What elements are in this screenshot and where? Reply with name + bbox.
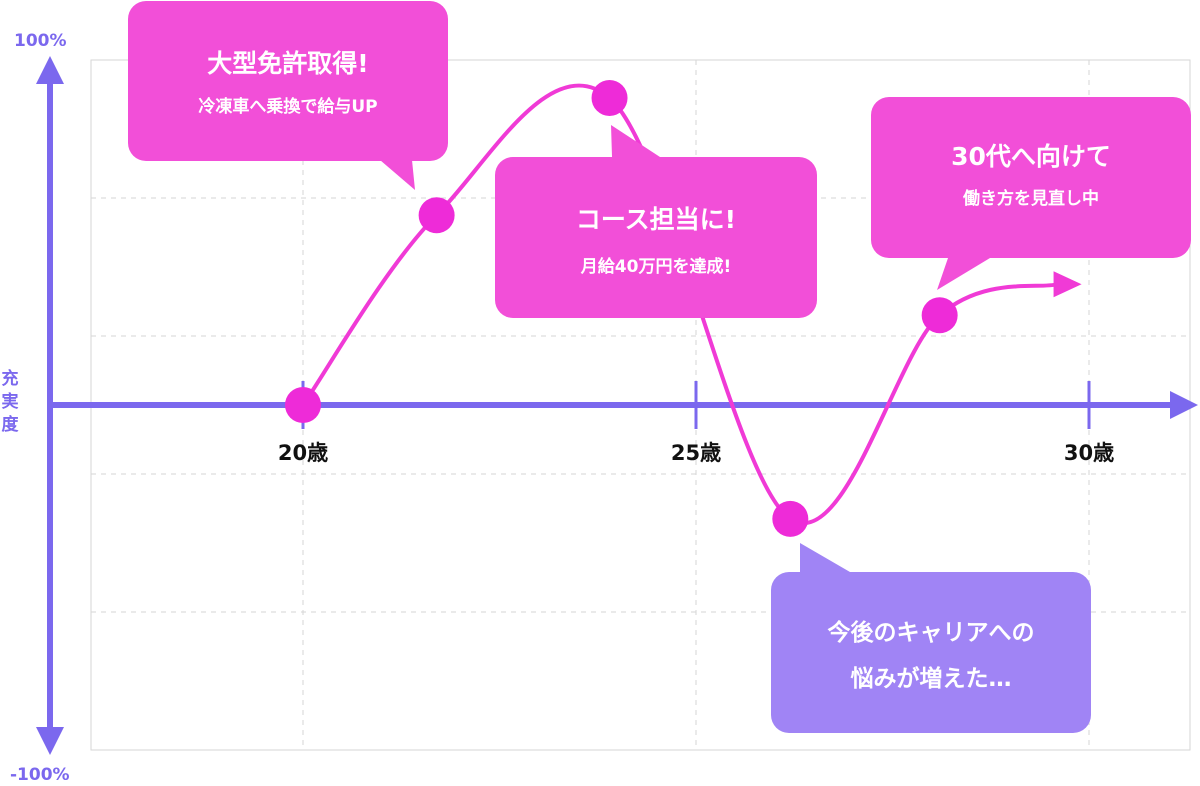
bubble-sub-text: 冷凍車へ乗換で給与UP	[198, 96, 377, 117]
annotations: 大型免許取得! 冷凍車へ乗換で給与UP コース担当に! 月給40万円を達成! 30代へ向…	[128, 1, 1191, 733]
bubble-box	[128, 1, 448, 161]
annotation-bubble-purple: 今後のキャリアへの悩みが増えた…	[771, 543, 1091, 733]
bubble-title-text: 今後のキャリアへの	[828, 619, 1035, 646]
data-point	[772, 500, 809, 537]
bubble-title-text: コース担当に!	[576, 205, 736, 234]
x-tick-label: 25歳	[671, 441, 721, 465]
data-point	[921, 297, 958, 334]
x-tick-label: 20歳	[278, 441, 328, 465]
data-point	[591, 79, 628, 116]
y-axis-title-char: 実	[2, 391, 19, 412]
bubble-tail	[380, 160, 415, 190]
y-axis-arrow-down	[36, 727, 64, 755]
annotation-bubble: コース担当に! 月給40万円を達成!	[495, 125, 817, 318]
y-axis-title-char: 度	[2, 414, 20, 435]
data-point	[285, 387, 321, 423]
bubble-box	[871, 97, 1191, 258]
annotation-bubble: 大型免許取得! 冷凍車へ乗換で給与UP	[128, 1, 448, 190]
bubble-sub-text: 働き方を見直し中	[962, 188, 1099, 209]
y-axis-min-label: -100%	[10, 765, 70, 782]
x-tick-labels: 20歳 25歳 30歳	[278, 441, 1114, 465]
bubble-box	[495, 157, 817, 318]
x-axis-arrow	[1170, 391, 1198, 419]
bubble-sub-text: 悩みが増えた…	[851, 665, 1012, 692]
bubble-tail	[937, 258, 990, 290]
data-points	[285, 79, 958, 537]
bubble-sub-text: 月給40万円を達成!	[580, 256, 731, 277]
y-axis-max-label: 100%	[14, 31, 67, 51]
bubble-title-text: 大型免許取得!	[207, 49, 368, 78]
bubble-tail	[611, 125, 660, 157]
data-point	[418, 197, 455, 234]
bubble-title-text: 30代へ向けて	[951, 142, 1111, 171]
x-tick-label: 30歳	[1064, 441, 1114, 465]
y-axis-arrow-up	[36, 56, 64, 84]
bubble-tail	[800, 543, 850, 572]
series-arrow-head	[1053, 271, 1082, 298]
axes: 100% -100% 充実度	[2, 31, 1198, 785]
bubble-box	[771, 572, 1091, 733]
y-axis-title-char: 充	[2, 368, 19, 389]
